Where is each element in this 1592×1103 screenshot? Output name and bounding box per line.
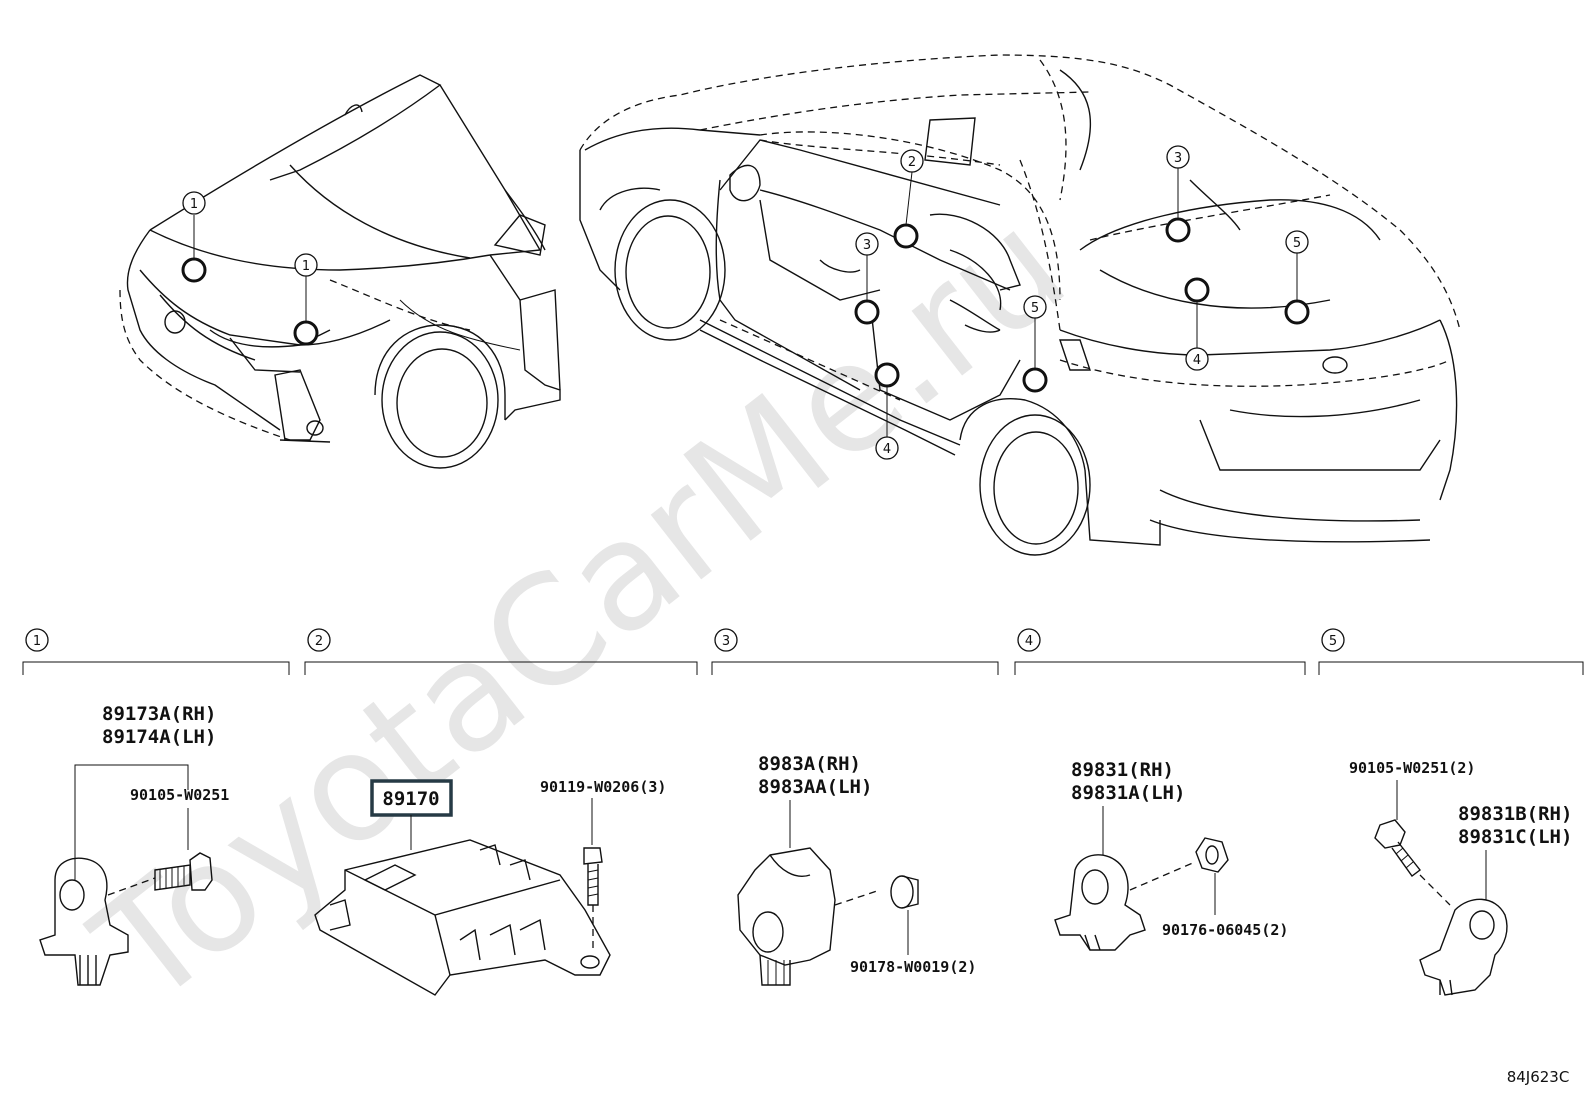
callout-label: 1 [302,259,310,274]
sensor-location-4b [1184,277,1210,303]
callout-label: 5 [1031,301,1039,316]
callout-label: 3 [863,238,871,253]
part-number: 89831B(RH) [1458,803,1572,825]
interior-car-illustration [579,54,1461,556]
part-number: 89173A(RH) [102,703,216,725]
part-number: 89831A(LH) [1071,782,1185,804]
sensor-location-4a [874,362,900,388]
part-number: 89831(RH) [1071,759,1174,781]
section-headers: 1 2 3 4 5 [22,628,1584,675]
sensor-location-1a [181,257,207,283]
callout-label: 4 [1193,353,1201,368]
sensor-location-3b [1165,217,1191,243]
part-number-highlighted: 89170 [382,788,439,810]
sensor-location-5b [1284,299,1310,325]
callout-label: 4 [883,442,891,457]
callout-label: 2 [908,155,916,170]
sensor-location-2 [893,223,919,249]
section-number: 5 [1329,634,1337,649]
part-number: 8983AA(LH) [758,776,872,798]
section-5-rear-sensor: 90105-W0251(2) 89831B(RH) 89831C(LH) [1349,759,1572,996]
sensor-location-5a [1022,367,1048,393]
front-car-sensor-markers: 1 1 [181,191,319,346]
section-number: 4 [1025,634,1033,649]
part-number: 90178-W0019(2) [850,958,976,976]
sensor-location-1b [293,320,319,346]
part-number: 8983A(RH) [758,753,861,775]
part-number: 89174A(LH) [102,726,216,748]
part-number: 90176-06045(2) [1162,921,1288,939]
part-number: 90105-W0251 [130,786,229,804]
section-3-side-sensor: 8983A(RH) 8983AA(LH) 90178-W0019(2) [737,753,976,986]
part-number: 89831C(LH) [1458,826,1572,848]
section-2-airbag-ecu: 89170 90119-W0206(3) [314,778,666,996]
section-number: 1 [33,634,41,649]
callout-label: 1 [190,197,198,212]
part-number: 90105-W0251(2) [1349,759,1475,777]
watermark: ToyotaCarMe.ru [64,179,1097,1039]
diagram-reference-code: 84J623C [1507,1068,1570,1086]
section-number: 3 [722,634,730,649]
section-1-front-sensor: 89173A(RH) 89174A(LH) 90105-W0251 [39,703,229,986]
interior-sensor-markers: 2 3 3 4 4 5 5 [854,145,1310,460]
part-number: 90119-W0206(3) [540,778,666,796]
callout-label: 5 [1293,236,1301,251]
sensor-location-3a [854,299,880,325]
section-4-rear-door-sensor: 89831(RH) 89831A(LH) 90176-06045(2) [1054,759,1288,951]
section-number: 2 [315,634,323,649]
callout-label: 3 [1174,151,1182,166]
front-car-illustration [119,74,561,469]
